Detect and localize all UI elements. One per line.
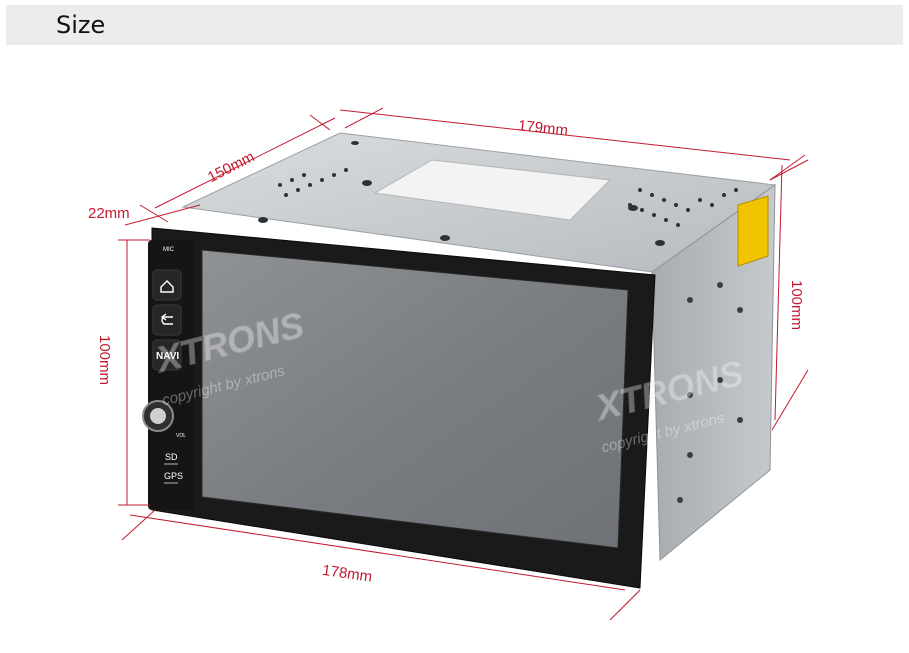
section-title: Size — [56, 11, 106, 39]
navi-button-label: NAVI — [156, 351, 179, 362]
volume-knob-center — [150, 408, 166, 424]
gps-slot[interactable] — [164, 482, 178, 484]
dim-front-width: 178mm — [321, 562, 373, 586]
chassis-side — [651, 184, 776, 562]
top-label-plate — [373, 159, 612, 221]
top-vent-holes — [258, 141, 738, 246]
dim-top-depth: 179mm — [517, 117, 569, 139]
back-icon — [160, 313, 173, 325]
sd-slot-label: SD — [165, 452, 178, 462]
back-button[interactable] — [152, 304, 182, 336]
dimension-lines — [118, 107, 809, 621]
side-mount-holes — [677, 282, 743, 503]
display-screen[interactable] — [201, 249, 629, 549]
gps-slot-label: GPS — [164, 471, 183, 481]
mic-label: MIC — [163, 247, 175, 253]
vol-label: VOL — [176, 433, 186, 439]
navi-button[interactable] — [152, 339, 182, 371]
home-icon — [160, 280, 174, 293]
section-header: Size — [6, 5, 903, 45]
dim-front-height: 100mm — [96, 335, 113, 385]
home-button[interactable] — [152, 269, 182, 301]
dim-side-height: 100mm — [788, 280, 805, 330]
dim-bezel-depth: 22mm — [88, 205, 130, 222]
warning-sticker — [737, 195, 769, 267]
sd-slot[interactable] — [164, 463, 178, 465]
